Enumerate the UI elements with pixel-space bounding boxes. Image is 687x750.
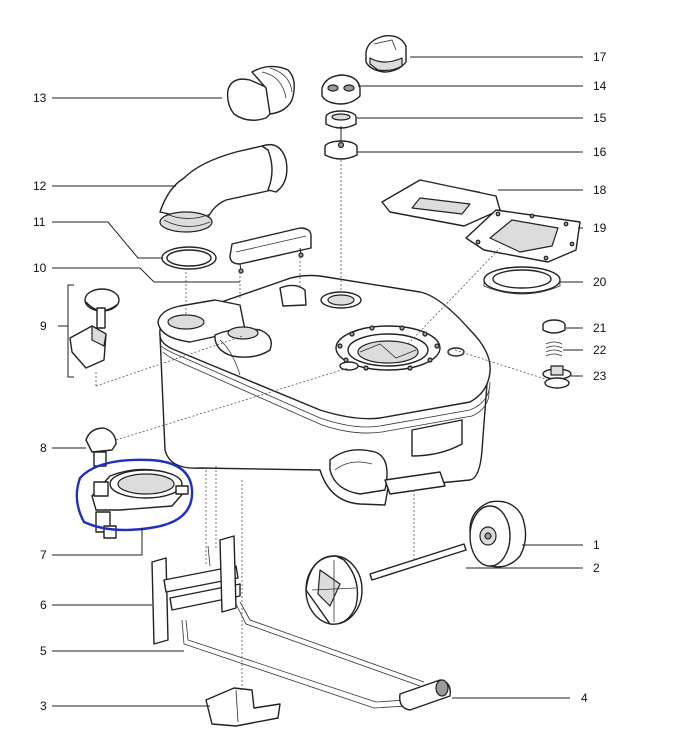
part-15-ring bbox=[325, 110, 357, 129]
part-2-axle bbox=[369, 543, 467, 581]
assembly-guide-lines bbox=[95, 160, 549, 692]
callout-11: 11 bbox=[33, 215, 46, 229]
part-9-level-indicator bbox=[69, 288, 120, 369]
callout-1: 1 bbox=[593, 538, 600, 552]
highlight-circle-part-7 bbox=[75, 458, 194, 532]
part-16-valve bbox=[324, 126, 358, 160]
callout-numbers: 17 14 15 16 18 19 20 21 22 23 1 2 4 13 1… bbox=[33, 50, 607, 713]
leader-lines bbox=[52, 56, 583, 707]
callout-16: 16 bbox=[593, 145, 607, 159]
part-18-cover-plate bbox=[381, 179, 501, 227]
inner-wheel bbox=[305, 555, 363, 625]
callout-23: 23 bbox=[593, 369, 607, 383]
callout-17: 17 bbox=[593, 50, 607, 64]
callout-18: 18 bbox=[593, 183, 607, 197]
part-14-vent-cap bbox=[321, 74, 361, 105]
part-22-spring bbox=[545, 341, 563, 357]
callout-5: 5 bbox=[40, 644, 47, 658]
callout-13: 13 bbox=[33, 91, 47, 105]
part-13-spout-cap bbox=[226, 65, 295, 121]
callout-15: 15 bbox=[593, 111, 607, 125]
callout-10: 10 bbox=[33, 261, 47, 275]
callout-2: 2 bbox=[593, 561, 600, 575]
part-19-flange-plate bbox=[465, 209, 581, 263]
callout-7: 7 bbox=[40, 548, 47, 562]
callout-3: 3 bbox=[40, 699, 47, 713]
part-8-plug bbox=[85, 427, 117, 467]
callout-22: 22 bbox=[593, 343, 607, 357]
part-11-o-ring bbox=[161, 246, 217, 270]
callout-20: 20 bbox=[593, 275, 607, 289]
part-5-tow-frame bbox=[181, 601, 425, 709]
part-12-elbow-spout bbox=[159, 143, 288, 233]
callout-19: 19 bbox=[593, 221, 607, 235]
part-1-wheel bbox=[469, 500, 527, 568]
callout-12: 12 bbox=[33, 179, 47, 193]
part-6-bracket bbox=[151, 535, 241, 645]
part-21-knob bbox=[542, 319, 566, 334]
part-17-cap bbox=[365, 35, 407, 73]
part-20-seal-ring bbox=[483, 266, 561, 295]
waste-tank bbox=[157, 274, 491, 506]
callout-6: 6 bbox=[40, 598, 47, 612]
callout-8: 8 bbox=[40, 441, 47, 455]
callout-9: 9 bbox=[40, 319, 47, 333]
callout-4: 4 bbox=[581, 691, 588, 705]
callout-21: 21 bbox=[593, 321, 607, 335]
part-23-valve-base bbox=[542, 365, 572, 389]
part-3-foot-bracket bbox=[205, 687, 281, 727]
part-4-handle-grip bbox=[399, 679, 451, 711]
callout-14: 14 bbox=[593, 79, 607, 93]
part-10-carry-handle bbox=[229, 227, 312, 274]
